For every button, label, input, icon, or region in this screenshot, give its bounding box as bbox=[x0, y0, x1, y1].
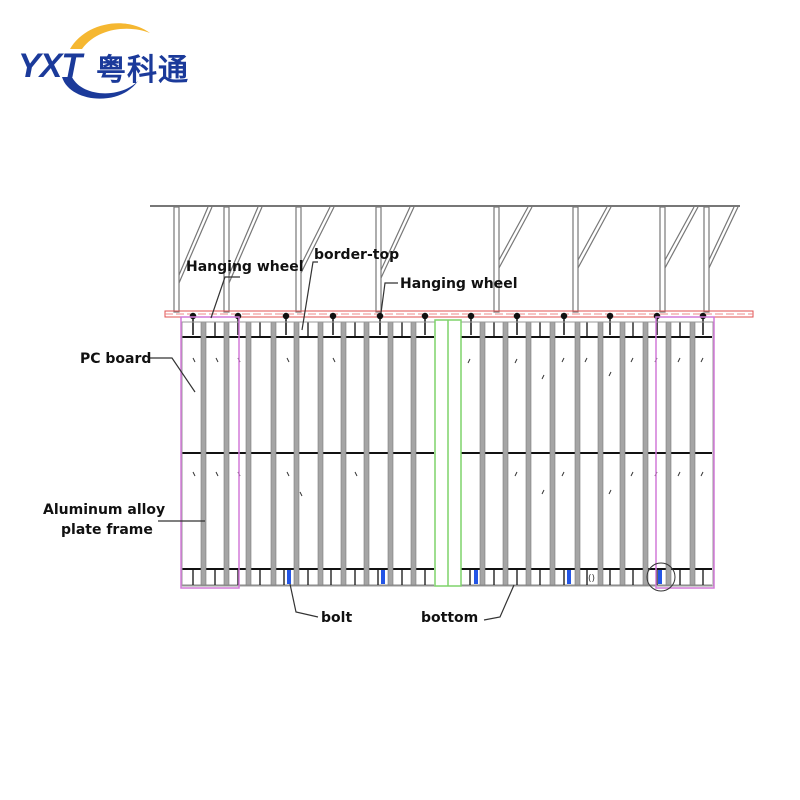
label-hanging-wheel-right: Hanging wheel bbox=[400, 276, 518, 292]
label-bottom: bottom bbox=[421, 610, 479, 626]
panel-horizontal-rails bbox=[182, 336, 712, 586]
label-pc-board: PC board bbox=[80, 351, 152, 367]
support-posts bbox=[173, 206, 739, 313]
logo-latin: YXT bbox=[18, 47, 82, 85]
label-aluminum-frame-line1: Aluminum alloy bbox=[43, 502, 166, 518]
frame-highlights bbox=[180, 316, 715, 589]
svg-text:(): () bbox=[588, 574, 595, 584]
gap-column bbox=[434, 319, 462, 587]
brand-logo: YXT 粤科通 bbox=[10, 15, 210, 105]
leader-lines bbox=[150, 261, 515, 621]
label-bolt: bolt bbox=[321, 610, 353, 626]
bolts bbox=[287, 570, 662, 584]
aluminum-bars bbox=[200, 321, 696, 586]
logo-chinese: 粤科通 bbox=[96, 53, 189, 88]
logo-swoosh-icon bbox=[62, 23, 150, 99]
label-hanging-wheel-left: Hanging wheel bbox=[186, 259, 304, 275]
label-aluminum-frame-line2: plate frame bbox=[61, 522, 153, 538]
label-border-top: border-top bbox=[314, 247, 400, 263]
panel-ticks bbox=[192, 322, 704, 585]
bolt-detail-circle: () bbox=[588, 562, 676, 592]
